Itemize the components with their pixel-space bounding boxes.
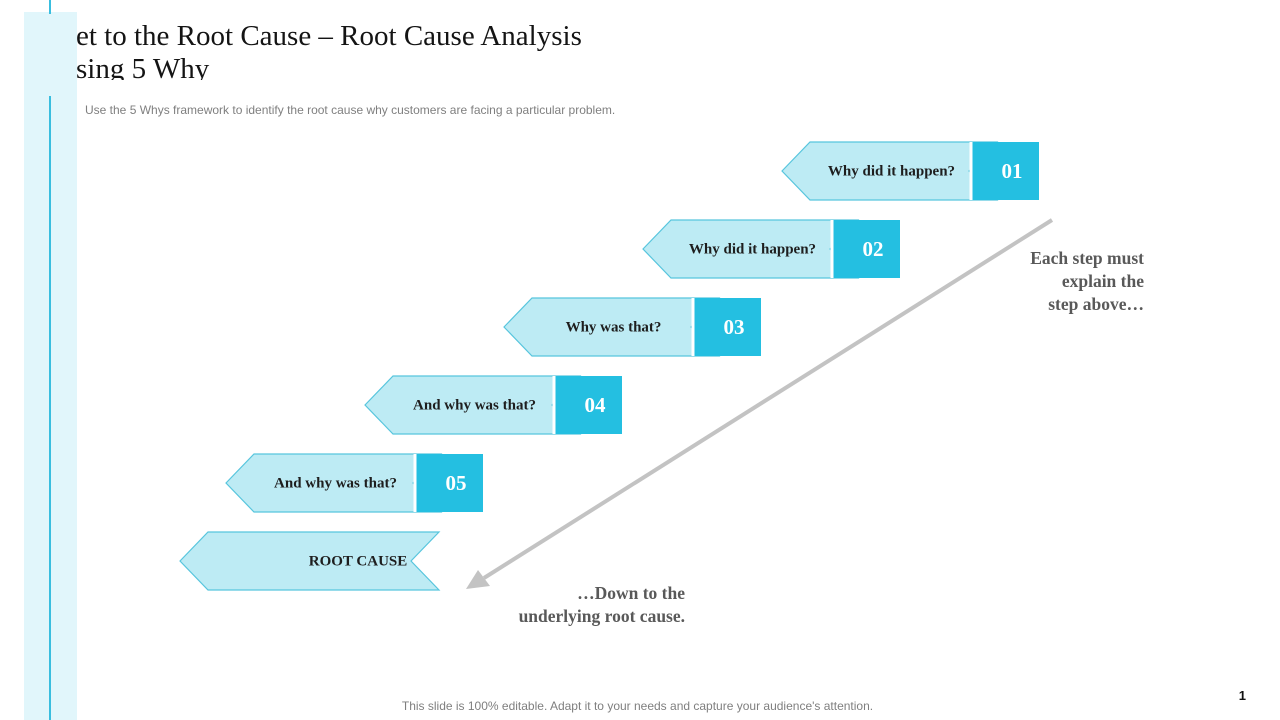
why-step-number-block — [693, 298, 761, 356]
side-accent-line — [49, 96, 51, 720]
why-step-number-block — [832, 220, 900, 278]
why-step-number: 05 — [446, 471, 467, 495]
why-step-label: Why did it happen? — [828, 163, 955, 179]
why-step-label: And why was that? — [413, 397, 536, 413]
why-step-label: And why was that? — [274, 475, 397, 491]
root-cause-arrow — [179, 531, 441, 591]
root-cause-label: ROOT CAUSE — [309, 553, 408, 569]
why-step-2: Why did it happen? 02 — [642, 219, 900, 279]
note-each-step-line-3: step above… — [1048, 294, 1144, 314]
why-step-number: 01 — [1002, 159, 1023, 183]
root-cause-step: ROOT CAUSE — [179, 531, 441, 591]
why-step-label: Why did it happen? — [689, 241, 816, 257]
page-title-line-2: sing 5 Why — [76, 53, 210, 80]
note-root-cause-line-2: underlying root cause. — [518, 606, 685, 626]
side-accent-line-top — [49, 0, 51, 14]
page-number: 1 — [1238, 688, 1246, 703]
why-step-number-block — [415, 454, 483, 512]
why-step-label: Why was that? — [566, 319, 662, 335]
note-root-cause-line-1: …Down to the — [577, 583, 685, 603]
why-step-4: And why was that? 04 — [364, 375, 622, 435]
why-step-1: Why did it happen? 01 — [781, 141, 1039, 201]
page-subtitle: Use the 5 Whys framework to identify the… — [85, 103, 616, 117]
note-each-step-line-1: Each step must — [1030, 248, 1144, 268]
why-step-number: 04 — [585, 393, 607, 417]
why-step-number: 02 — [863, 237, 884, 261]
title-block: et to the Root Cause – Root Cause Analys… — [0, 0, 700, 80]
why-step-number-block — [554, 376, 622, 434]
why-step-5: And why was that? 05 — [225, 453, 483, 513]
note-each-step: Each step must explain the step above… — [944, 247, 1144, 316]
diagonal-down-arrow — [466, 218, 1054, 589]
why-step-number: 03 — [724, 315, 745, 339]
note-root-cause: …Down to the underlying root cause. — [480, 582, 685, 628]
note-each-step-line-2: explain the — [1061, 271, 1144, 291]
why-step-3: Why was that? 03 — [503, 297, 761, 357]
why-step-number-block — [971, 142, 1039, 200]
page-title-line-1: et to the Root Cause – Root Cause Analys… — [76, 20, 582, 52]
footer-text: This slide is 100% editable. Adapt it to… — [401, 699, 874, 713]
